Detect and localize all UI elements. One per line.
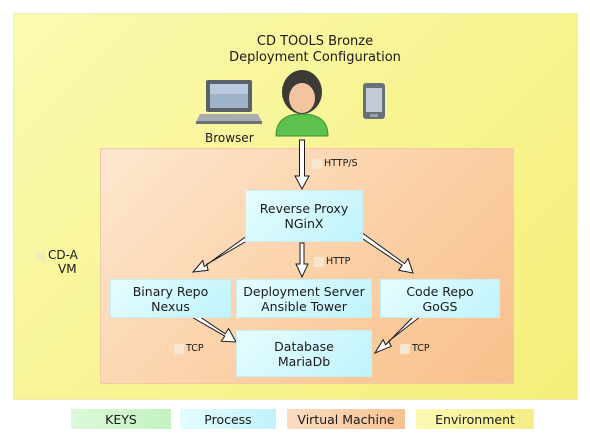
- code-repo-line-1: Code Repo: [406, 283, 474, 299]
- legend-process: Process: [180, 409, 276, 429]
- http-s-chip: [312, 158, 322, 169]
- legend-environment: Environment: [416, 409, 534, 429]
- tcp-left-chip: [174, 343, 184, 354]
- http-chip: [314, 256, 324, 267]
- deployment-server-line-2: Ansible Tower: [261, 298, 347, 314]
- diagram-title: CD TOOLS Bronze Deployment Configuration: [200, 34, 430, 66]
- code-repo-node: Code Repo GoGS: [380, 279, 500, 318]
- deployment-server-node: Deployment Server Ansible Tower: [236, 279, 372, 318]
- tcp-right-label: TCP: [400, 343, 430, 354]
- legend-environment-label: Environment: [435, 411, 515, 427]
- legend-keys-label: KEYS: [105, 411, 137, 427]
- http-s-label: HTTP/S: [312, 158, 358, 169]
- tcp-right-chip: [400, 343, 410, 354]
- binary-repo-line-2: Nexus: [151, 298, 190, 314]
- legend-virtual-machine: Virtual Machine: [287, 409, 405, 429]
- database-line-2: MariaDb: [277, 353, 331, 369]
- binary-repo-node: Binary Repo Nexus: [110, 279, 231, 318]
- database-node: Database MariaDb: [236, 330, 372, 377]
- legend-virtual-machine-label: Virtual Machine: [297, 411, 395, 427]
- tcp-right-text: TCP: [412, 343, 430, 354]
- http-label: HTTP: [314, 256, 350, 267]
- reverse-proxy-line-1: Reverse Proxy: [259, 201, 349, 216]
- binary-repo-line-1: Binary Repo: [132, 283, 209, 299]
- deployment-server-line-1: Deployment Server: [243, 283, 365, 299]
- title-line-2: Deployment Configuration: [229, 50, 401, 65]
- legend-keys: KEYS: [71, 409, 171, 429]
- title-line-1: CD TOOLS Bronze: [256, 34, 374, 49]
- vm-label-line-1: CD-A: [48, 248, 78, 262]
- vm-label: CD-A VM: [36, 248, 78, 276]
- http-text: HTTP: [326, 256, 351, 267]
- tcp-left-label: TCP: [174, 343, 204, 354]
- legend-process-label: Process: [204, 411, 252, 427]
- reverse-proxy-line-2: NGinX: [284, 216, 324, 231]
- reverse-proxy-node: Reverse Proxy NGinX: [245, 190, 363, 242]
- tcp-left-text: TCP: [186, 343, 204, 354]
- code-repo-line-2: GoGS: [422, 298, 458, 314]
- database-line-1: Database: [274, 338, 334, 354]
- browser-label: Browser: [205, 131, 254, 145]
- http-s-text: HTTP/S: [324, 158, 358, 169]
- vm-label-chip: [36, 250, 46, 261]
- vm-label-line-2: VM: [58, 262, 77, 276]
